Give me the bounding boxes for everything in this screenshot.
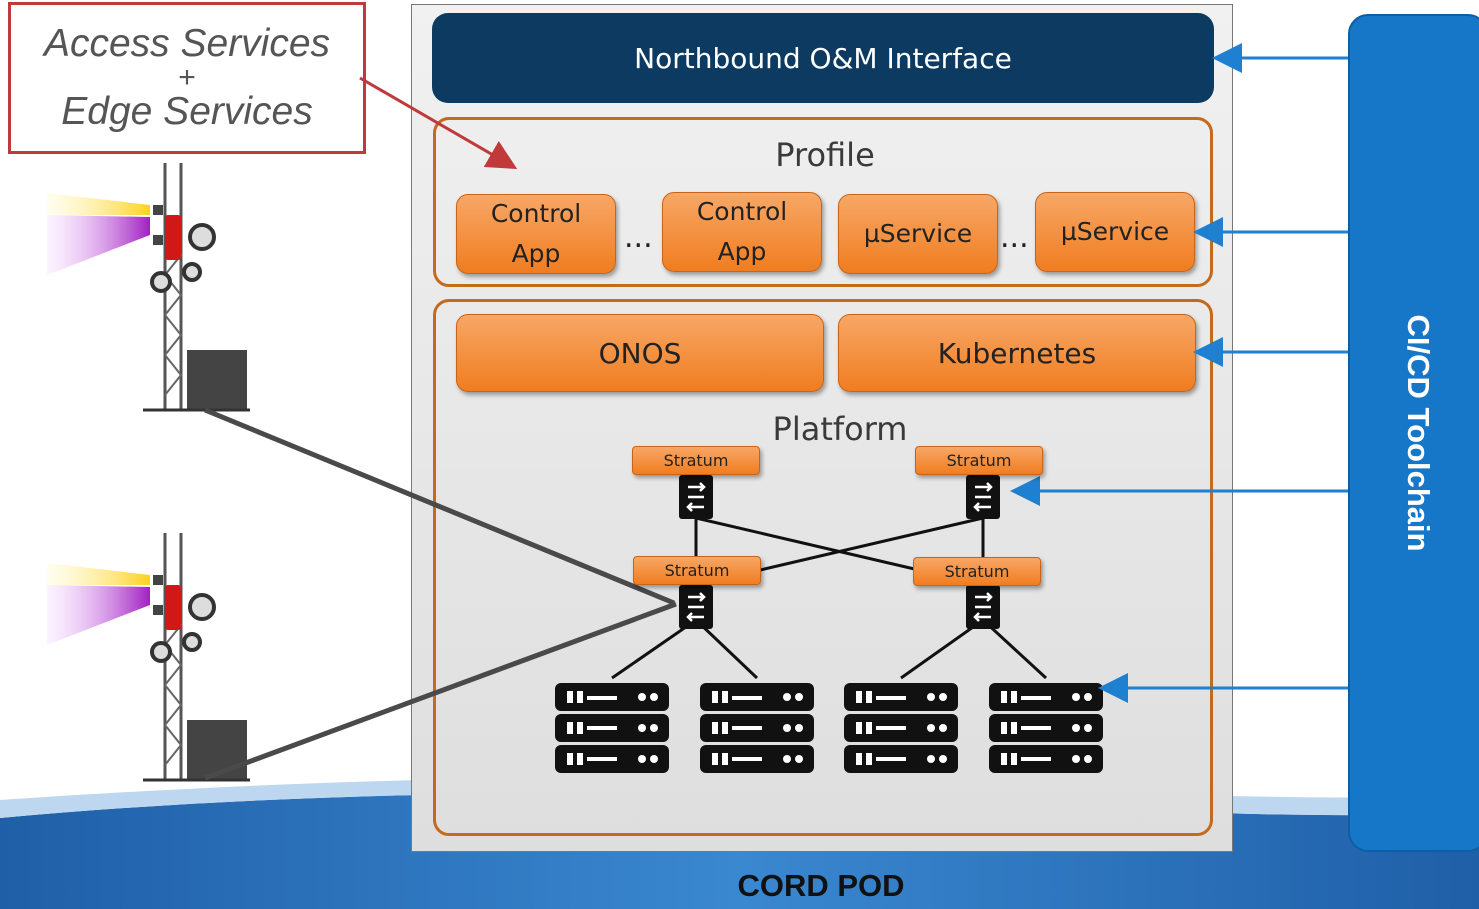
cell-tower-2 [45,531,252,782]
profile-section [433,117,1213,287]
cell-tower-1 [45,161,252,412]
server-3 [844,683,958,773]
microservice-2: µService [1035,192,1195,272]
ellipsis-2: ... [1000,220,1029,255]
spine-switch-2 [964,473,1002,521]
callout-plus: + [178,61,196,94]
platform-title: Platform [772,410,908,448]
server-4 [989,683,1103,773]
leaf-switch-1 [677,583,715,631]
control-app-1: Control App [456,194,616,274]
spine-switch-1 [677,473,715,521]
tower2-link [204,601,677,781]
stratum-leaf-2: Stratum [913,557,1041,586]
onos-box: ONOS [456,314,824,392]
callout-edge-services: Edge Services [61,90,313,133]
tower1-link [204,407,675,606]
stratum-spine-2: Stratum [915,446,1043,475]
ellipsis-1: ... [624,220,653,255]
cord-pod-caption: CORD POD [737,868,905,903]
northbound-interface: Northbound O&M Interface [432,13,1214,103]
control-app-2: Control App [662,192,822,272]
leaf-switch-2 [964,583,1002,631]
microservice-1: µService [838,194,998,274]
profile-title: Profile [775,136,875,174]
stratum-leaf-1: Stratum [633,556,761,585]
server-1 [555,683,669,773]
stratum-spine-1: Stratum [632,446,760,475]
callout-arrow [359,76,518,170]
cicd-toolchain-label: CI/CD Toolchain [1401,314,1436,552]
platform-section [433,299,1213,836]
services-callout: Access Services + Edge Services [8,2,366,154]
kubernetes-box: Kubernetes [838,314,1196,392]
cicd-toolchain-bar: CI/CD Toolchain [1348,14,1479,852]
server-2 [700,683,814,773]
callout-access-services: Access Services [43,22,331,65]
